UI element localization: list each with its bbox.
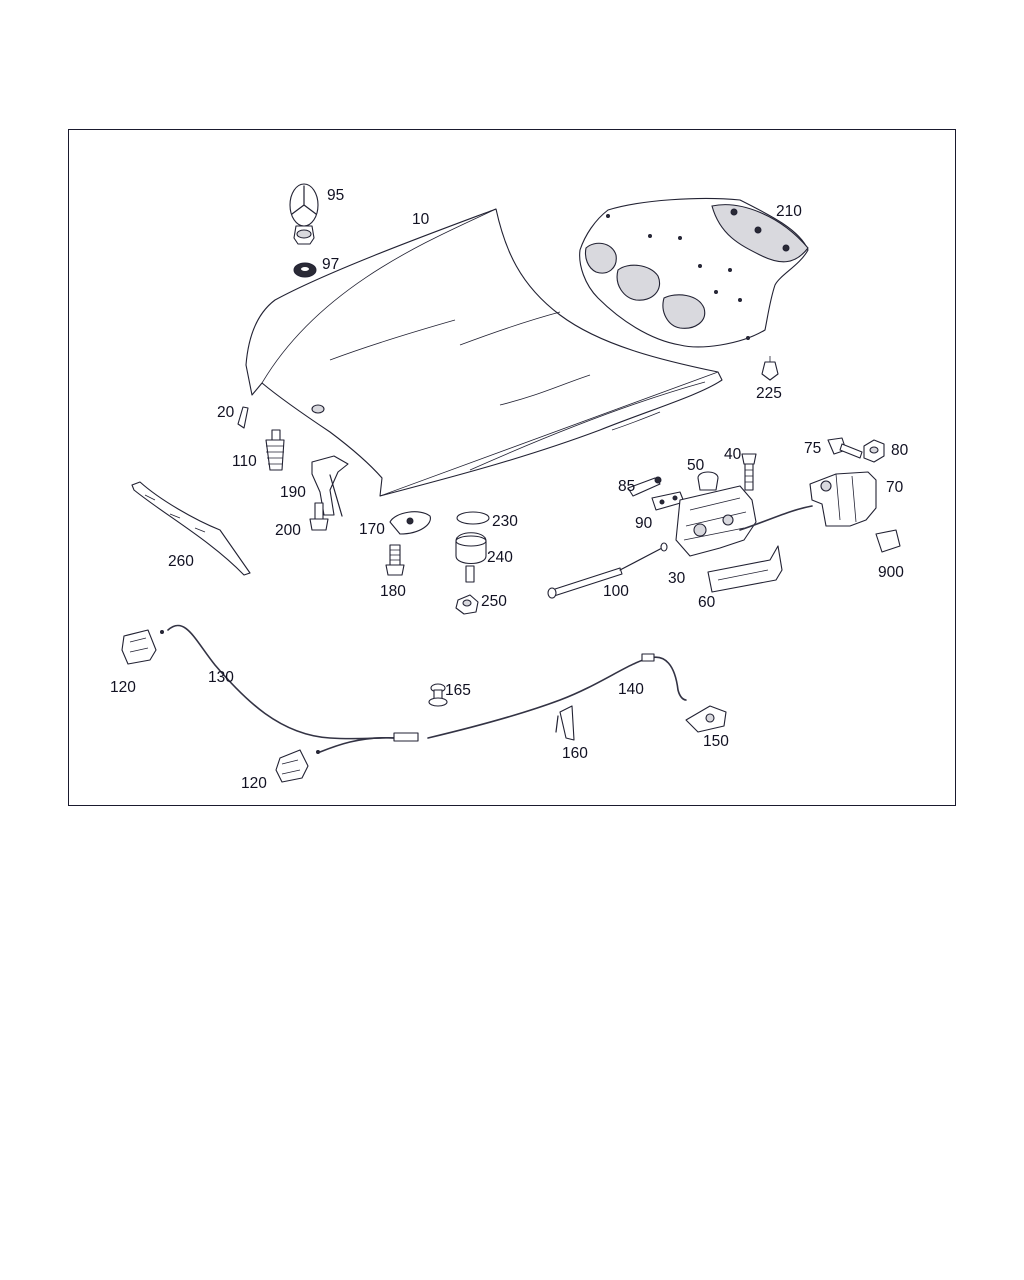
buffer-cap-part[interactable]	[697, 471, 719, 491]
catch-150-part[interactable]	[685, 705, 727, 733]
callout-140: 140	[618, 681, 644, 698]
bolt-40-part[interactable]	[741, 453, 757, 491]
callout-230: 230	[492, 513, 518, 530]
callout-900: 900	[878, 564, 904, 581]
callout-97: 97	[322, 256, 339, 273]
callout-40: 40	[724, 446, 742, 463]
callout-85: 85	[618, 478, 635, 495]
nut-80-part[interactable]	[863, 439, 885, 463]
callout-50: 50	[687, 457, 705, 474]
callout-260: 260	[168, 553, 194, 570]
callout-75: 75	[804, 440, 821, 457]
actuator-part[interactable]	[739, 471, 877, 531]
plate-part[interactable]	[389, 511, 431, 535]
callout-160: 160	[562, 745, 588, 762]
callout-100: 100	[603, 583, 629, 600]
seal-strip-part[interactable]	[131, 481, 251, 576]
emblem-gasket-part[interactable]	[293, 262, 317, 278]
clip-part[interactable]	[761, 356, 779, 381]
callout-30: 30	[668, 570, 686, 587]
disc-part[interactable]	[456, 511, 490, 525]
callout-210: 210	[776, 203, 802, 220]
callout-80: 80	[891, 442, 909, 459]
callout-110: 110	[232, 453, 257, 470]
callout-60: 60	[698, 594, 716, 611]
callout-120-lower: 120	[241, 775, 267, 792]
callout-170: 170	[359, 521, 385, 538]
callout-165: 165	[445, 682, 471, 699]
connector-part[interactable]	[875, 529, 901, 553]
lever-85-part[interactable]	[627, 476, 662, 497]
hinge-bracket-part[interactable]	[311, 455, 349, 517]
callout-20: 20	[217, 404, 235, 421]
callout-labels: 95 97 10 210 225 20 110 190 200 170 180 …	[110, 187, 909, 792]
screw-200-part[interactable]	[309, 502, 329, 531]
buffer-part[interactable]	[237, 406, 249, 429]
gas-strut-part[interactable]	[547, 542, 668, 599]
callout-10: 10	[412, 211, 430, 228]
callout-250: 250	[481, 593, 507, 610]
callout-200: 200	[275, 522, 301, 539]
diagram-frame	[68, 129, 956, 806]
callout-120-upper: 120	[110, 679, 136, 696]
bolt-180-part[interactable]	[385, 544, 405, 576]
insulation-mat-part[interactable]	[579, 197, 809, 348]
callout-150: 150	[703, 733, 729, 750]
hood-lock-part[interactable]	[675, 485, 757, 557]
callout-225: 225	[756, 385, 782, 402]
callout-70: 70	[886, 479, 904, 496]
bowden-cable-130-part[interactable]	[167, 624, 419, 753]
bolt-75-part[interactable]	[827, 437, 863, 459]
rubber-buffer-part[interactable]	[455, 532, 487, 583]
callout-90: 90	[635, 515, 653, 532]
spring-buffer-part[interactable]	[265, 429, 285, 471]
callout-240: 240	[487, 549, 513, 566]
hood-part[interactable]	[245, 208, 723, 497]
star-emblem-part[interactable]	[289, 183, 319, 245]
release-lever-upper-part[interactable]	[121, 629, 164, 665]
holder-160-part[interactable]	[555, 705, 575, 741]
callout-95: 95	[327, 187, 344, 204]
release-lever-lower-part[interactable]	[275, 749, 320, 783]
callout-190: 190	[280, 484, 306, 501]
rivet-165-part[interactable]	[428, 683, 448, 707]
handle-part[interactable]	[707, 545, 783, 593]
nut-250-part[interactable]	[455, 594, 479, 615]
callout-180: 180	[380, 583, 406, 600]
bowden-cable-140-part[interactable]	[427, 653, 687, 739]
callout-130: 130	[208, 669, 234, 686]
